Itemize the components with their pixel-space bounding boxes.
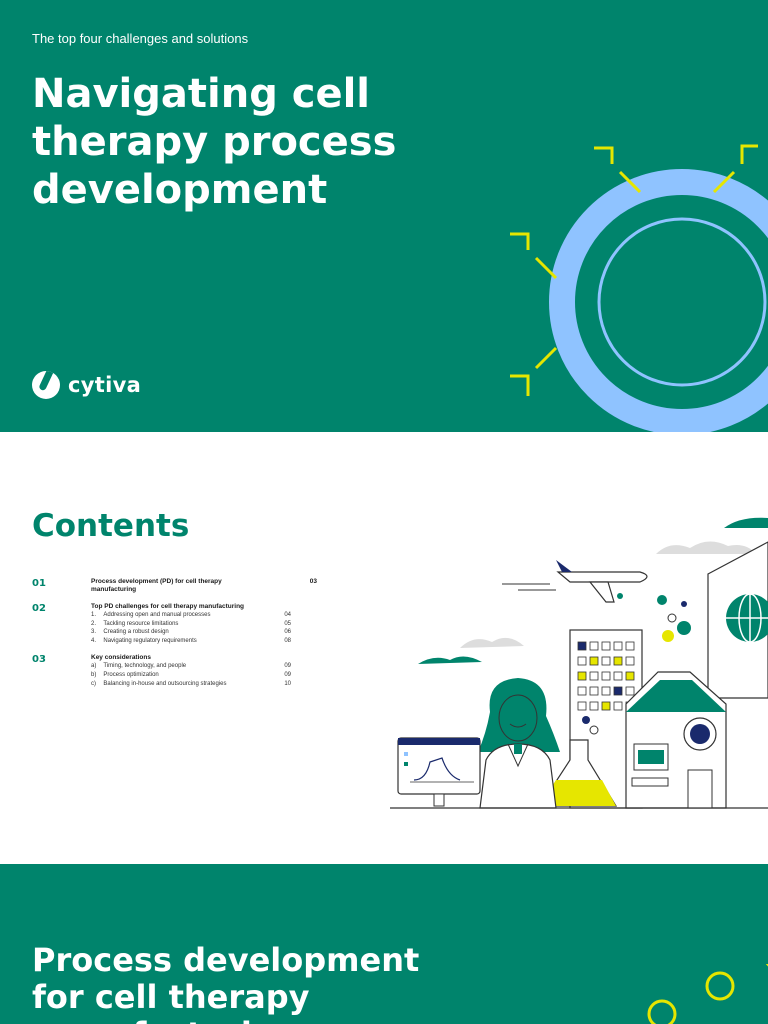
toc-item-page: 09 — [284, 671, 292, 678]
brand-logo: cytiva — [32, 368, 141, 402]
toc-item-label: Creating a robust design — [103, 629, 169, 636]
cytiva-logo-icon — [32, 371, 60, 399]
toc-item-marker: 3. — [91, 629, 97, 636]
toc-item-marker: 4. — [91, 637, 97, 644]
toc-section-number: 03 — [32, 654, 46, 666]
toc-section-01[interactable]: 01 Process development (PD) for cell the… — [32, 578, 322, 594]
toc-item-label: Addressing open and manual processes — [103, 612, 211, 618]
toc-item[interactable]: 2. Tackling resource limitations 05 — [91, 620, 291, 629]
contents-heading: Contents — [32, 508, 190, 544]
scientist-illustration — [478, 678, 560, 809]
toc-item-label: Balancing in-house and outsourcing strat… — [103, 680, 227, 687]
monitor-icon — [397, 737, 481, 807]
toc-item[interactable]: b) Process optimization 09 — [91, 671, 291, 680]
toc-item[interactable]: c) Balancing in-house and outsourcing st… — [91, 680, 291, 689]
toc-item-page: 10 — [284, 680, 292, 687]
toc-item[interactable]: 1. Addressing open and manual processes … — [91, 611, 291, 620]
toc-item-page: 06 — [284, 629, 292, 636]
toc-item-page: 05 — [284, 620, 292, 627]
toc-item-page: 08 — [284, 637, 292, 644]
toc-section-title: Top PD challenges for cell therapy manuf… — [91, 603, 245, 610]
toc-item-page: 09 — [284, 663, 292, 670]
toc-item-marker: c) — [91, 680, 96, 687]
toc-item[interactable]: a) Timing, technology, and people 09 — [91, 662, 291, 671]
toc-item[interactable]: 4. Navigating regulatory requirements 08 — [91, 637, 291, 646]
toc-section-03[interactable]: 03 Key considerations a) Timing, technol… — [32, 654, 322, 688]
contents-page: Contents 01 Process development (PD) for… — [0, 432, 768, 864]
section-title: Process development for cell therapy man… — [32, 941, 420, 1024]
section-opener-page: Process development for cell therapy man… — [0, 864, 768, 1024]
toc-item-label: Process optimization — [103, 671, 159, 678]
cell-ring-illustration — [510, 144, 768, 432]
toc-section-page: 03 — [309, 578, 317, 585]
laboratory-illustration — [390, 517, 768, 809]
cover-title: Navigating cell therapy process developm… — [32, 71, 397, 213]
toc-section-02[interactable]: 02 Top PD challenges for cell therapy ma… — [32, 603, 322, 645]
cover-page: The top four challenges and solutions Na… — [0, 0, 768, 432]
toc-item[interactable]: 3. Creating a robust design 06 — [91, 628, 291, 637]
circles-decoration — [647, 964, 768, 1024]
toc-item-marker: 1. — [91, 612, 97, 618]
toc-item-page: 04 — [284, 612, 292, 618]
brand-name: cytiva — [68, 373, 142, 397]
toc-item-marker: a) — [91, 663, 97, 670]
toc-section-title: Process development (PD) for cell therap… — [91, 578, 222, 593]
cover-eyebrow: The top four challenges and solutions — [32, 31, 249, 46]
table-of-contents: 01 Process development (PD) for cell the… — [32, 578, 322, 697]
toc-item-label: Navigating regulatory requirements — [103, 637, 197, 644]
toc-section-number: 01 — [32, 578, 46, 589]
toc-item-label: Timing, technology, and people — [103, 663, 187, 670]
toc-item-marker: b) — [91, 671, 97, 678]
toc-section-title: Key considerations — [91, 654, 151, 662]
toc-item-label: Tackling resource limitations — [103, 620, 179, 627]
toc-item-marker: 2. — [91, 620, 97, 627]
airplane-icon — [502, 560, 648, 603]
toc-section-number: 02 — [32, 603, 46, 614]
